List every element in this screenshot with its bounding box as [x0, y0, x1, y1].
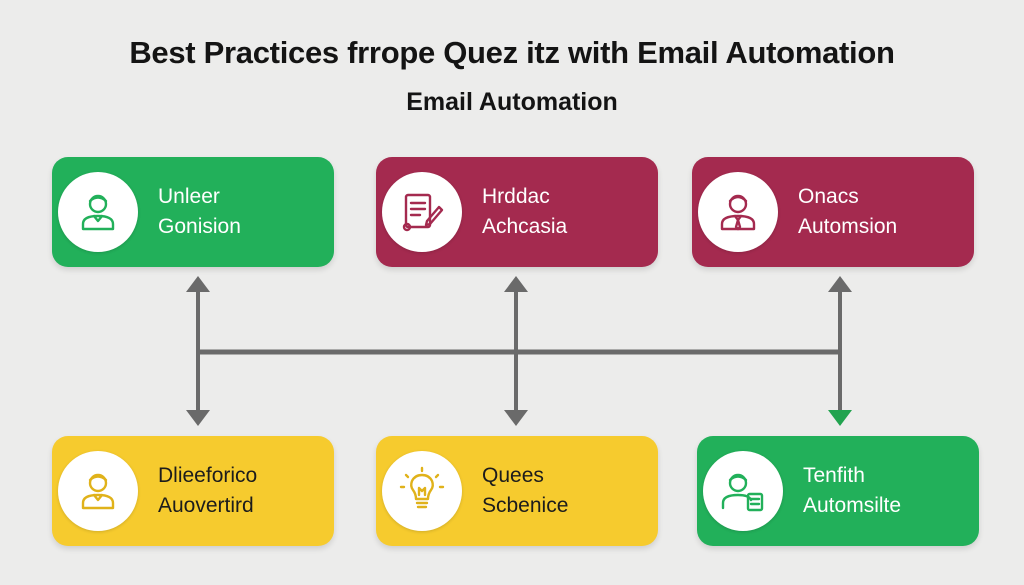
businessman-icon	[720, 194, 756, 231]
node-onacs-automsion: Onacs Automsion	[692, 157, 974, 267]
node-label: Hrddac Achcasia	[482, 185, 568, 238]
node-badge	[58, 172, 138, 252]
node-quees-scbenice: Quees Scbenice	[376, 436, 658, 546]
node-dlieeforico-auovertird: Dlieeforico Auovertird	[52, 436, 334, 546]
person-icon	[81, 473, 115, 510]
person-document-icon	[721, 473, 764, 512]
diagram-subtitle: Email Automation	[406, 88, 618, 116]
diagram-title: Best Practices frrope Quez itz with Emai…	[129, 35, 895, 70]
node-hrddac-achcasia: Hrddac Achcasia	[376, 157, 658, 267]
node-label: Quees Scbenice	[482, 464, 569, 517]
arrowhead-right-up	[828, 276, 852, 292]
document-edit-icon	[402, 193, 444, 232]
node-badge	[58, 451, 138, 531]
arrowhead-middle-up	[504, 276, 528, 292]
person-icon	[81, 194, 115, 231]
node-unleer-gonision: Unleer Gonision	[52, 157, 334, 267]
node-label: Dlieeforico Auovertird	[158, 464, 258, 517]
node-tenfith-automsilte: Tenfith Automsilte	[697, 436, 979, 546]
arrowhead-left-down	[186, 410, 210, 426]
node-badge	[382, 172, 462, 252]
node-label: Tenfith Automsilte	[803, 464, 902, 517]
node-label: Unleer Gonision	[158, 185, 241, 238]
node-badge	[698, 172, 778, 252]
arrowhead-right-down	[828, 410, 852, 426]
node-badge	[382, 451, 462, 531]
arrowhead-middle-down	[504, 410, 528, 426]
arrowhead-left-up	[186, 276, 210, 292]
lightbulb-icon	[399, 466, 445, 509]
node-label: Onacs Automsion	[798, 185, 898, 238]
node-badge	[703, 451, 783, 531]
